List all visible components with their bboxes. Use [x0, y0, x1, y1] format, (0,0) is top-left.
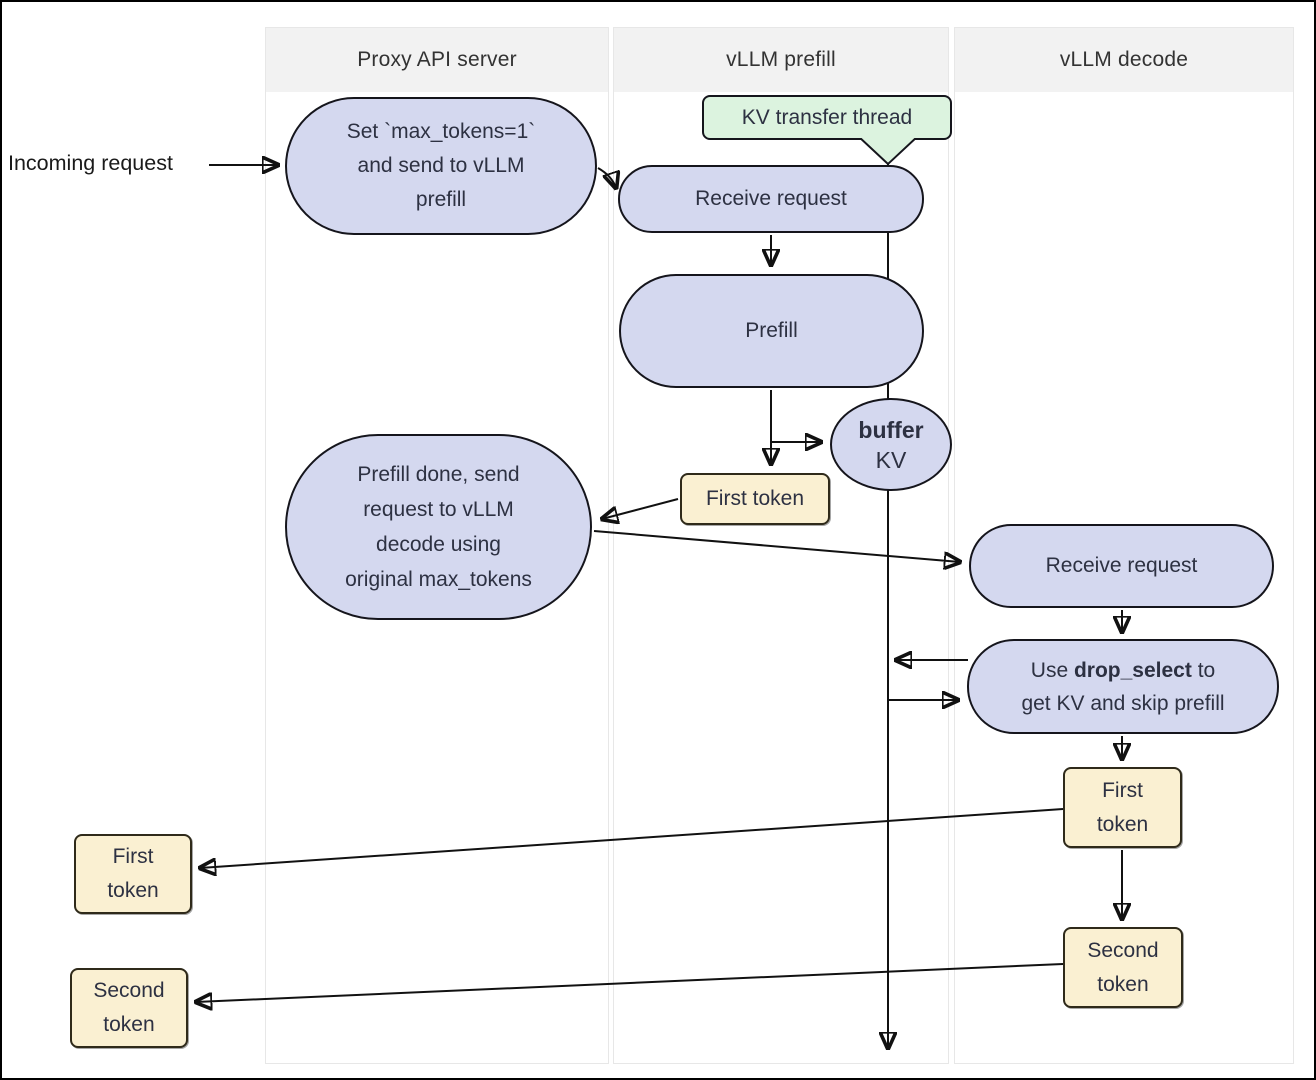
- node-use-drop-select-line2: get KV and skip prefill: [1021, 691, 1225, 715]
- lane-header-vllm-prefill: vLLM prefill: [614, 28, 948, 92]
- node-receive-request-decode: Receive request: [969, 524, 1274, 608]
- lane-proxy-api-server: Proxy API server: [265, 27, 609, 1064]
- node-prefill-done-label: Prefill done, send request to vLLM decod…: [345, 463, 532, 591]
- kv-transfer-thread-callout: KV transfer thread: [702, 95, 952, 140]
- node-set-max-tokens-label: Set `max_tokens=1` and send to vLLM pref…: [346, 120, 536, 211]
- node-prefill: Prefill: [619, 274, 924, 388]
- node-second-token-output-label: Second token: [93, 979, 165, 1036]
- kv-transfer-thread-callout-tail-icon: [858, 138, 918, 166]
- node-first-token-prefill-label: First token: [705, 487, 805, 510]
- node-buffer-kv-label: KV: [875, 446, 907, 473]
- node-set-max-tokens: Set `max_tokens=1` and send to vLLM pref…: [285, 97, 597, 235]
- lane-header-proxy-api-server: Proxy API server: [266, 28, 608, 92]
- node-prefill-done: Prefill done, send request to vLLM decod…: [285, 434, 592, 620]
- node-buffer-kv: buffer KV: [830, 398, 952, 491]
- node-second-token-decode-label: Second token: [1087, 938, 1159, 996]
- node-receive-request-prefill: Receive request: [618, 165, 924, 233]
- incoming-request-label: Incoming request: [8, 151, 173, 175]
- kv-transfer-thread-label: KV transfer thread: [741, 105, 913, 129]
- node-first-token-prefill: First token: [680, 473, 830, 525]
- node-prefill-label: Prefill: [745, 319, 798, 342]
- node-second-token-output: Second token: [70, 968, 188, 1048]
- node-first-token-output: First token: [74, 834, 192, 914]
- lane-header-vllm-decode: vLLM decode: [955, 28, 1293, 92]
- node-use-drop-select-line1: Use drop_select to: [1030, 658, 1216, 682]
- node-first-token-output-label: First token: [107, 845, 159, 902]
- node-receive-request-decode-label: Receive request: [1045, 554, 1198, 577]
- node-second-token-decode: Second token: [1063, 927, 1183, 1008]
- node-use-drop-select: Use drop_select to get KV and skip prefi…: [967, 639, 1279, 734]
- node-receive-request-prefill-label: Receive request: [695, 187, 847, 210]
- node-first-token-decode-label: First token: [1096, 778, 1149, 836]
- node-buffer-kv-bold-label: buffer: [858, 416, 924, 443]
- node-first-token-decode: First token: [1063, 767, 1182, 848]
